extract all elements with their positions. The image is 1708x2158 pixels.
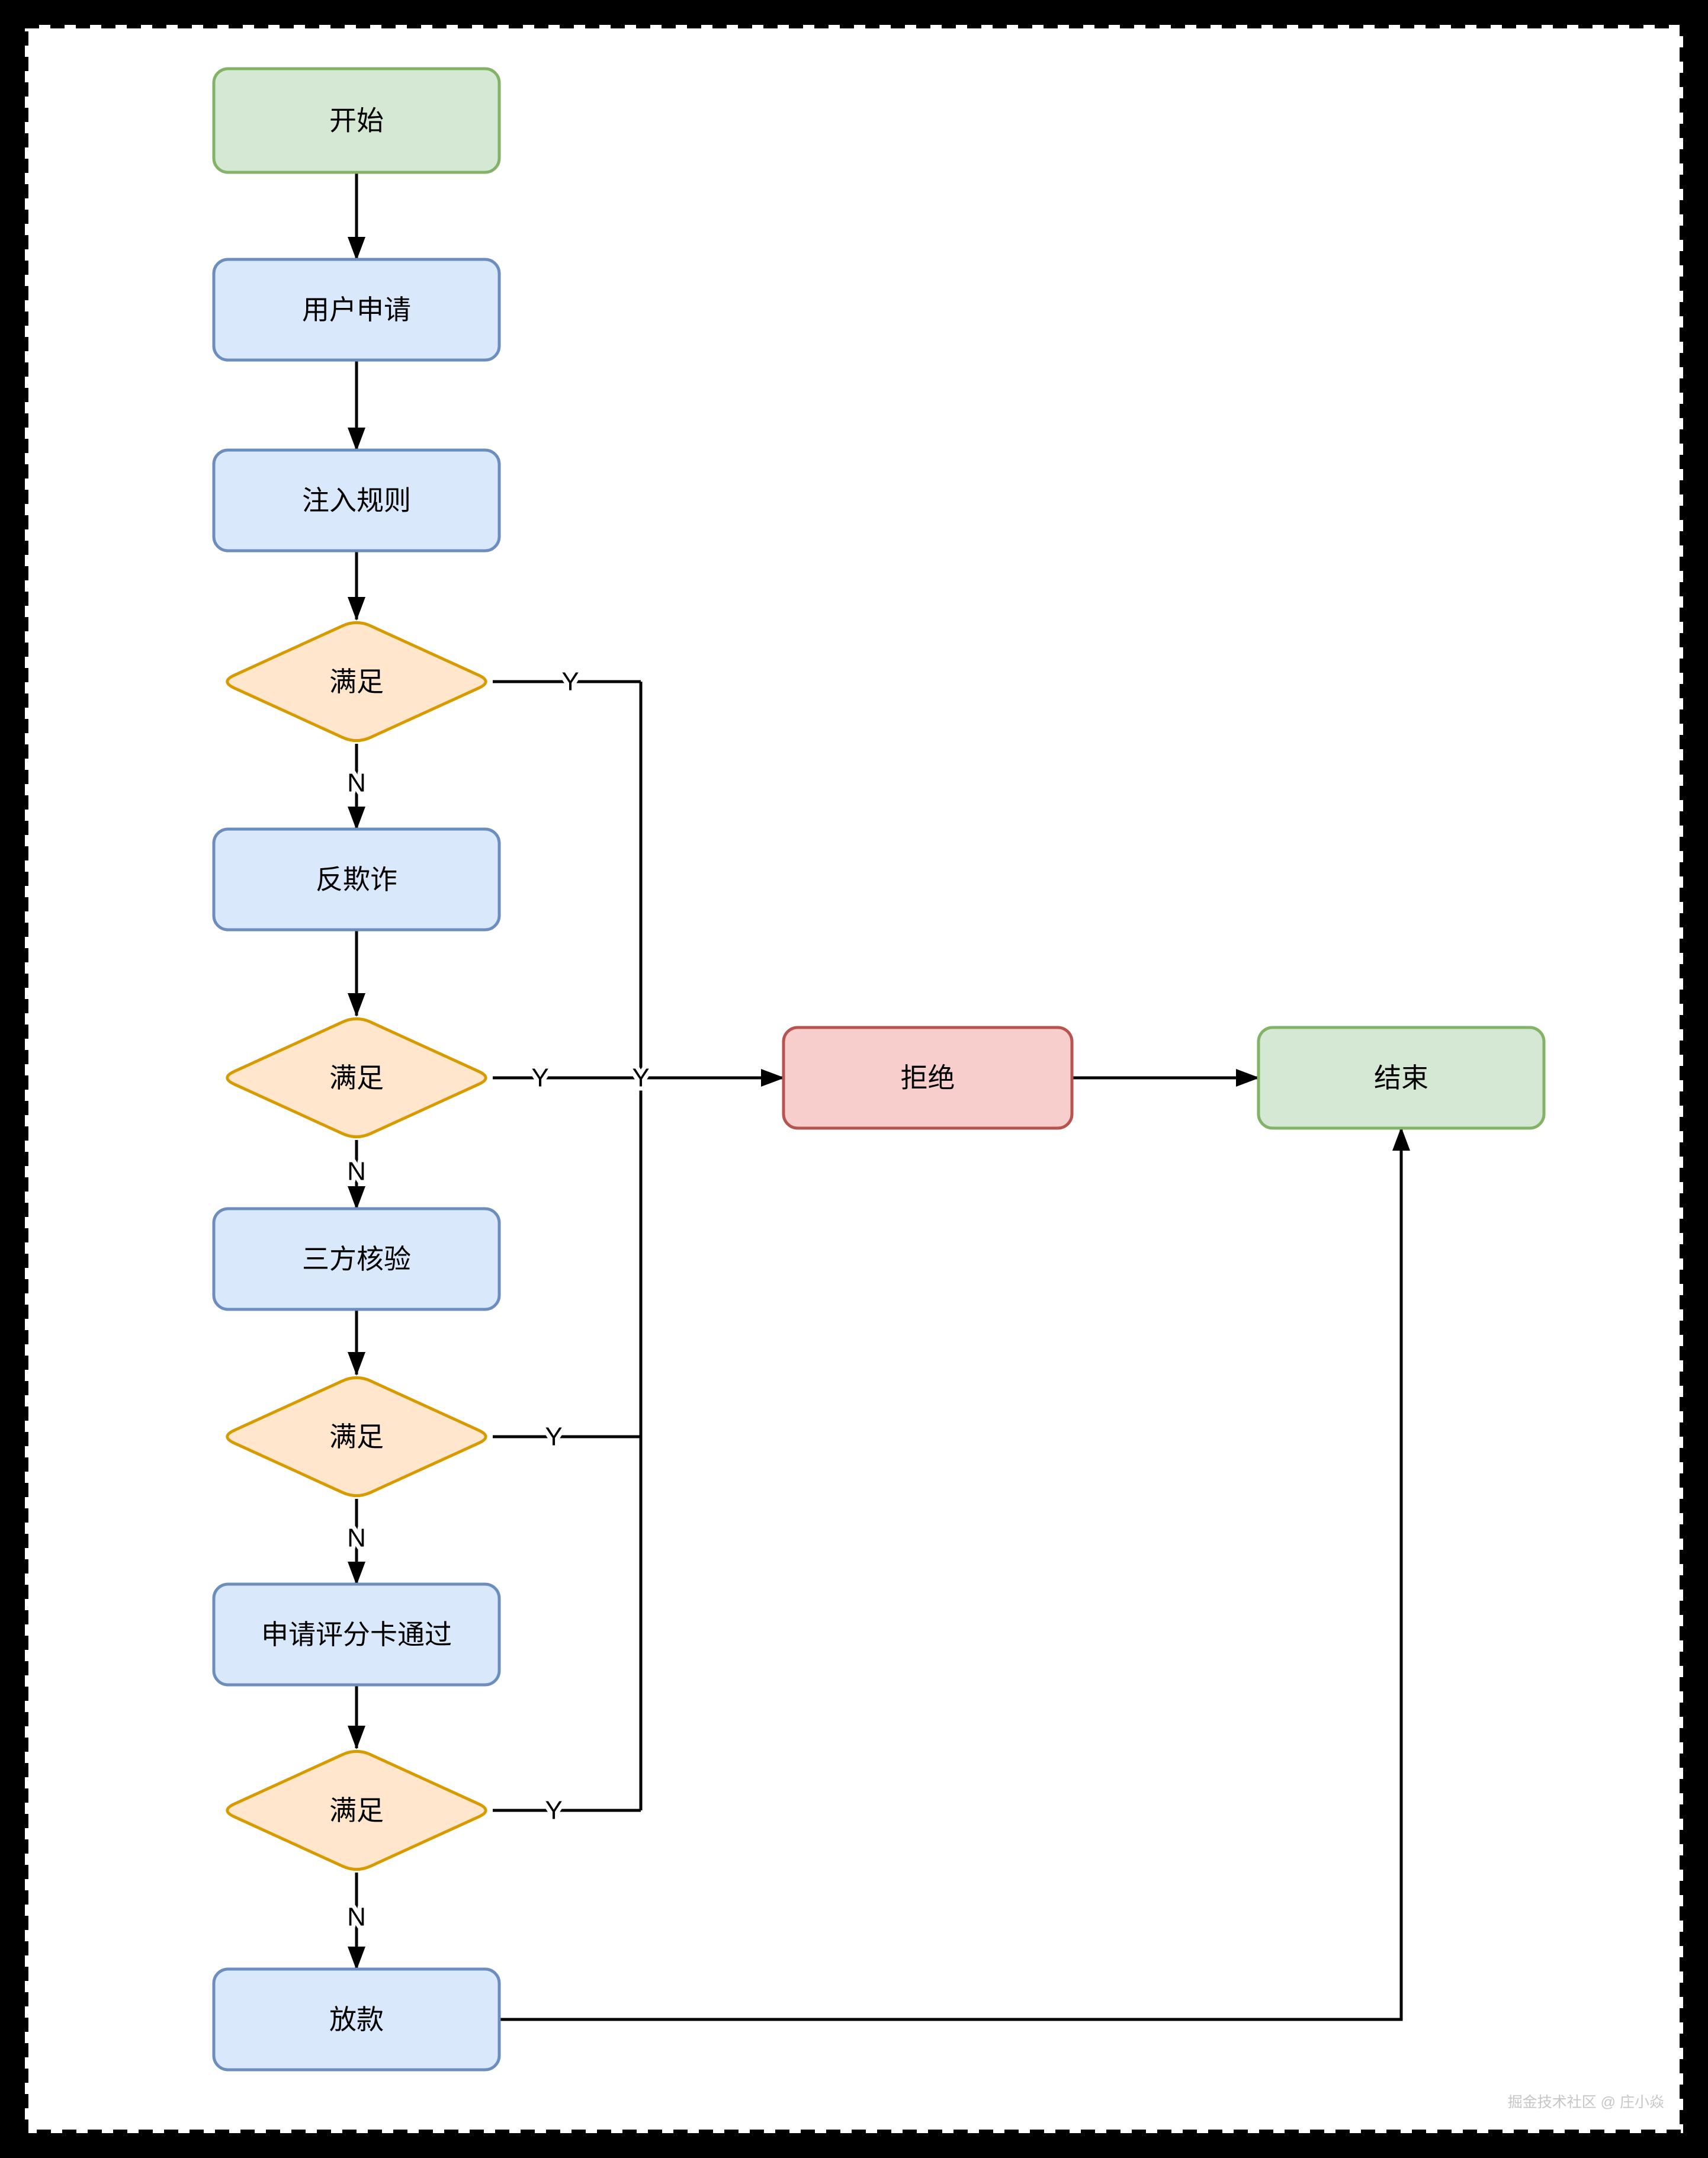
node-d1-label: 满足 — [329, 666, 384, 697]
edge-d3-scorecard-label: N — [347, 1524, 366, 1553]
node-start-shape — [212, 67, 501, 174]
node-d3: 满足 — [226, 1376, 487, 1498]
node-antifraud-label: 反欺诈 — [316, 864, 397, 895]
node-d4-label: 满足 — [329, 1795, 384, 1826]
node-scorecard-label: 申请评分卡通过 — [261, 1619, 452, 1650]
node-verify3: 三方核验 — [212, 1207, 501, 1311]
edge-d4-loan-label: N — [347, 1903, 366, 1932]
edge-d2-reject-yes-label: Y — [531, 1064, 548, 1093]
node-start-label: 开始 — [329, 105, 384, 136]
node-d1-shape — [226, 621, 487, 743]
node-rules: 注入规则 — [212, 448, 501, 553]
node-scorecard-shape — [212, 1582, 501, 1687]
edge-d4-yes-label: Y — [545, 1796, 562, 1825]
edge-d3-yes-label: Y — [545, 1422, 562, 1451]
node-apply-label: 用户申请 — [302, 294, 411, 325]
node-loan-shape — [212, 1967, 501, 2072]
node-start: 开始 — [212, 67, 501, 174]
node-antifraud: 反欺诈 — [212, 827, 501, 932]
watermark: 掘金技术社区 @ 庄小焱 — [1508, 2094, 1664, 2111]
node-d2-shape — [226, 1017, 487, 1139]
node-d3-shape — [226, 1376, 487, 1498]
node-loan: 放款 — [212, 1967, 501, 2072]
node-d1: 满足 — [226, 621, 487, 743]
edges-layer — [348, 172, 1410, 2021]
node-apply-shape — [212, 258, 501, 362]
node-rules-shape — [212, 448, 501, 553]
node-loan-label: 放款 — [329, 2004, 384, 2035]
edge-d2-reject-yes-label: Y — [632, 1064, 649, 1093]
node-end-shape — [1257, 1026, 1546, 1130]
edge-labels-layer: N N N N Y Y Y Y Y — [343, 663, 654, 1936]
node-d4-shape — [226, 1749, 487, 1871]
node-end: 结束 — [1257, 1026, 1546, 1130]
edge-loan-end — [499, 1126, 1410, 2021]
node-d3-label: 满足 — [329, 1421, 384, 1452]
node-d2-label: 满足 — [329, 1062, 384, 1093]
node-apply: 用户申请 — [212, 258, 501, 362]
node-verify3-label: 三方核验 — [302, 1244, 411, 1274]
node-reject: 拒绝 — [782, 1026, 1074, 1130]
node-scorecard: 申请评分卡通过 — [212, 1582, 501, 1687]
node-reject-shape — [782, 1026, 1074, 1130]
nodes-layer: 开始用户申请注入规则满足反欺诈满足三方核验满足申请评分卡通过满足放款拒绝结束 — [212, 67, 1546, 2072]
edge-d2-verify3-label: N — [347, 1157, 366, 1186]
node-reject-label: 拒绝 — [901, 1062, 955, 1093]
node-d2: 满足 — [226, 1017, 487, 1139]
edge-d1-yes-label: Y — [561, 667, 579, 696]
node-end-label: 结束 — [1374, 1062, 1428, 1093]
watermark-shadow: 掘金技术社区 @ 庄小焱 — [1509, 2095, 1665, 2112]
node-antifraud-shape — [212, 827, 501, 932]
node-rules-label: 注入规则 — [302, 485, 411, 516]
node-d4: 满足 — [226, 1749, 487, 1871]
node-verify3-shape — [212, 1207, 501, 1311]
edge-d1-antifraud-label: N — [347, 769, 366, 798]
